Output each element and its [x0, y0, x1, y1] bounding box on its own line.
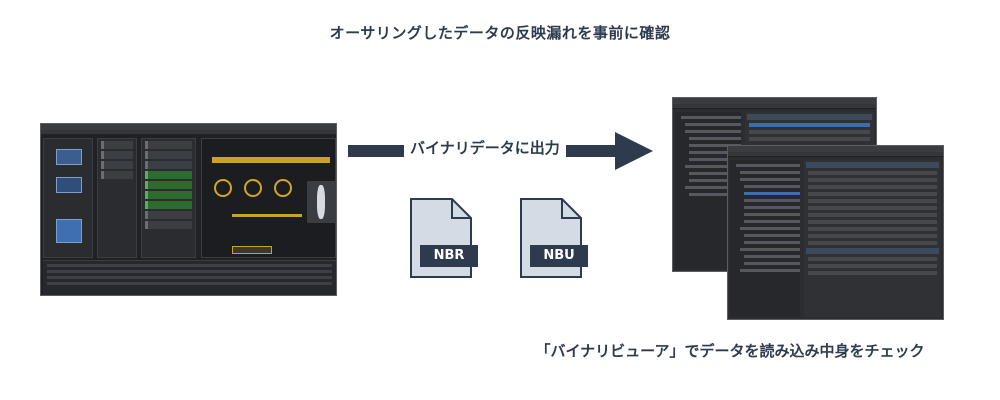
log-line: [47, 282, 332, 285]
list-item: [145, 141, 192, 149]
tree-item: [744, 185, 800, 188]
table-row: [808, 271, 937, 275]
menubar: [728, 146, 943, 152]
tree-item: [736, 164, 800, 167]
tree-item: [685, 123, 741, 126]
gauge-icon: [244, 179, 262, 197]
slider: [232, 214, 302, 217]
tree-item: [685, 165, 741, 168]
tree-item: [740, 178, 800, 181]
graph-node: [56, 177, 82, 193]
tree-item: [744, 206, 800, 209]
arrow-head-icon: [615, 132, 653, 170]
menubar: [673, 98, 876, 104]
node-graph-pane: [43, 138, 93, 258]
table-row: [808, 227, 937, 231]
tree-item: [689, 158, 741, 161]
grid-header: [806, 248, 939, 254]
layer-pane: [97, 138, 137, 258]
table-row: [808, 192, 937, 196]
tree-item: [689, 144, 741, 147]
table-row: [749, 137, 870, 141]
nbu-file-icon: NBU: [520, 198, 588, 278]
export-arrow: バイナリデータに出力: [348, 132, 653, 170]
menubar: [41, 124, 336, 130]
table-row: [749, 123, 870, 127]
table-row: [808, 220, 937, 224]
toolbar: [728, 152, 943, 157]
tree-item: [744, 234, 800, 237]
list-item: [101, 141, 133, 149]
list-item: [145, 221, 192, 229]
list-item: [145, 191, 192, 199]
tree-item: [744, 192, 800, 195]
tree-item: [744, 262, 800, 265]
tree-item: [744, 213, 800, 216]
toolbar: [41, 130, 336, 135]
list-item: [145, 201, 192, 209]
tree-item: [744, 220, 800, 223]
tree-item: [685, 130, 741, 133]
graph-node: [56, 219, 82, 243]
preview-header-bar: [212, 157, 330, 163]
page-title: オーサリングしたデータの反映漏れを事前に確認: [329, 24, 671, 42]
authoring-tool-screenshot: [40, 123, 337, 296]
file-type-label: NBU: [530, 245, 588, 267]
list-item: [145, 161, 192, 169]
table-row: [808, 206, 937, 210]
grid-header: [806, 162, 939, 168]
log-panel: [43, 260, 336, 295]
log-line: [47, 270, 332, 273]
tree-item: [689, 179, 741, 182]
grid-header: [747, 114, 872, 120]
list-item: [145, 181, 192, 189]
table-row: [808, 171, 937, 175]
tree-item: [689, 151, 741, 154]
tree-item: [689, 193, 741, 196]
tree-item: [744, 255, 800, 258]
tree-item: [681, 116, 741, 119]
tree-pane: [730, 160, 800, 317]
gauge-icon: [274, 179, 292, 197]
table-row: [808, 199, 937, 203]
nbr-file-icon: NBR: [410, 198, 478, 278]
model-thumbnail: [307, 181, 335, 223]
tree-item: [740, 227, 800, 230]
tree-item: [685, 186, 741, 189]
list-item: [101, 171, 133, 179]
table-row: [808, 257, 937, 261]
table-row: [808, 213, 937, 217]
binary-viewer-screenshot-front: [727, 145, 944, 320]
table-row: [808, 241, 937, 245]
table-row: [808, 178, 937, 182]
preview-button: [232, 246, 272, 254]
tree-item: [740, 269, 800, 272]
property-grid: [804, 160, 941, 317]
log-line: [47, 264, 332, 267]
tree-item: [740, 171, 800, 174]
list-item: [101, 151, 133, 159]
tree-item: [689, 172, 741, 175]
tree-item: [740, 248, 800, 251]
list-item: [145, 211, 192, 219]
viewer-caption: 「バイナリビューア」でデータを読み込み中身をチェック: [535, 342, 925, 360]
arrow-label: バイナリデータに出力: [404, 137, 566, 158]
table-row: [808, 264, 937, 268]
hierarchy-pane: [141, 138, 196, 258]
list-item: [101, 161, 133, 169]
toolbar: [673, 104, 876, 109]
tree-item: [689, 137, 741, 140]
list-item: [145, 171, 192, 179]
table-row: [749, 130, 870, 134]
tree-item: [744, 199, 800, 202]
preview-pane: [201, 138, 336, 258]
table-row: [808, 234, 937, 238]
log-line: [47, 276, 332, 279]
list-item: [145, 151, 192, 159]
file-type-label: NBR: [420, 245, 478, 267]
gauge-icon: [214, 179, 232, 197]
tree-item: [744, 241, 800, 244]
table-row: [808, 185, 937, 189]
graph-node: [56, 149, 82, 165]
